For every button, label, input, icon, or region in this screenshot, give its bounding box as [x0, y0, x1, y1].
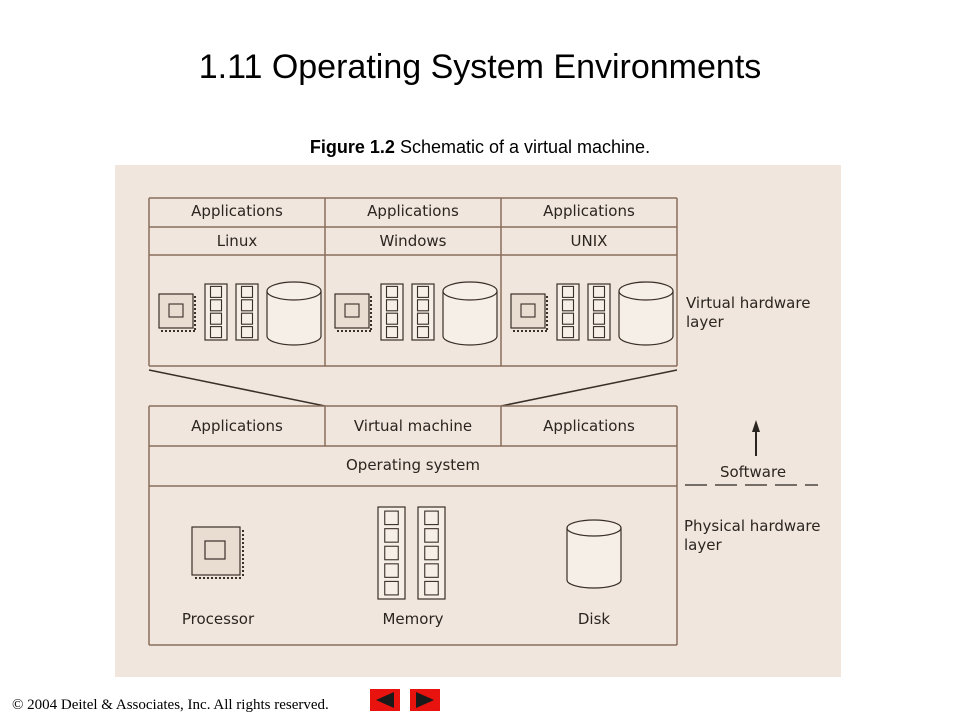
triangle-left-icon — [376, 692, 394, 708]
figure-paper — [115, 165, 841, 677]
copyright-footer: © 2004 Deitel & Associates, Inc. All rig… — [12, 697, 329, 713]
virtual-memory-icon — [411, 283, 435, 341]
previous-slide-button[interactable] — [370, 689, 400, 711]
slide-title: 1.11 Operating System Environments — [198, 48, 762, 86]
virtual-memory-icon — [204, 283, 228, 341]
host-operating-system: Operating system — [346, 456, 480, 474]
virtual-hardware-label-line1: Virtual hardware — [686, 294, 810, 312]
memory-stick-icon — [417, 506, 446, 600]
virtual-memory-icon — [556, 283, 580, 341]
host-virtual-machine: Virtual machine — [354, 417, 472, 435]
virtual-hardware-set — [334, 281, 498, 346]
host-apps-right: Applications — [543, 417, 635, 435]
processor-icon — [191, 526, 244, 579]
disk-icon — [566, 519, 622, 589]
vm-col-1-os: Linux — [217, 232, 258, 250]
caption-label: Figure 1.2 — [309, 137, 395, 157]
processor-label: Processor — [182, 610, 255, 628]
memory-label: Memory — [382, 610, 443, 628]
virtual-disk-icon — [266, 281, 322, 346]
virtual-disk-icon — [442, 281, 498, 346]
triangle-right-icon — [416, 692, 434, 708]
vm-col-2-apps: Applications — [367, 202, 459, 220]
virtual-hardware-set — [158, 281, 322, 346]
vm-col-3-apps: Applications — [543, 202, 635, 220]
memory-stick-icon — [377, 506, 406, 600]
virtual-memory-icon — [235, 283, 259, 341]
next-slide-button[interactable] — [410, 689, 440, 711]
virtual-processor-icon — [510, 293, 548, 332]
vm-col-2-os: Windows — [380, 232, 447, 250]
virtual-memory-icon — [587, 283, 611, 341]
vm-col-1-apps: Applications — [191, 202, 283, 220]
virtual-processor-icon — [334, 293, 372, 332]
software-arrow-icon — [752, 420, 760, 456]
virtual-hardware-label-line2: layer — [686, 313, 724, 331]
disk-label: Disk — [578, 610, 611, 628]
memory-icon — [377, 506, 446, 600]
physical-hardware-label-line2: layer — [684, 536, 722, 554]
virtual-processor-icon — [158, 293, 196, 332]
physical-hardware-label-line1: Physical hardware — [684, 517, 820, 535]
caption-text: Schematic of a virtual machine. — [394, 137, 651, 157]
virtual-hardware-icons — [158, 281, 674, 346]
host-apps-left: Applications — [191, 417, 283, 435]
virtual-disk-icon — [618, 281, 674, 346]
virtual-memory-icon — [380, 283, 404, 341]
figure-caption: Figure 1.2 Schematic of a virtual machin… — [0, 137, 960, 158]
vm-col-3-os: UNIX — [571, 232, 608, 250]
software-label: Software — [720, 463, 786, 481]
virtual-hardware-set — [510, 281, 674, 346]
